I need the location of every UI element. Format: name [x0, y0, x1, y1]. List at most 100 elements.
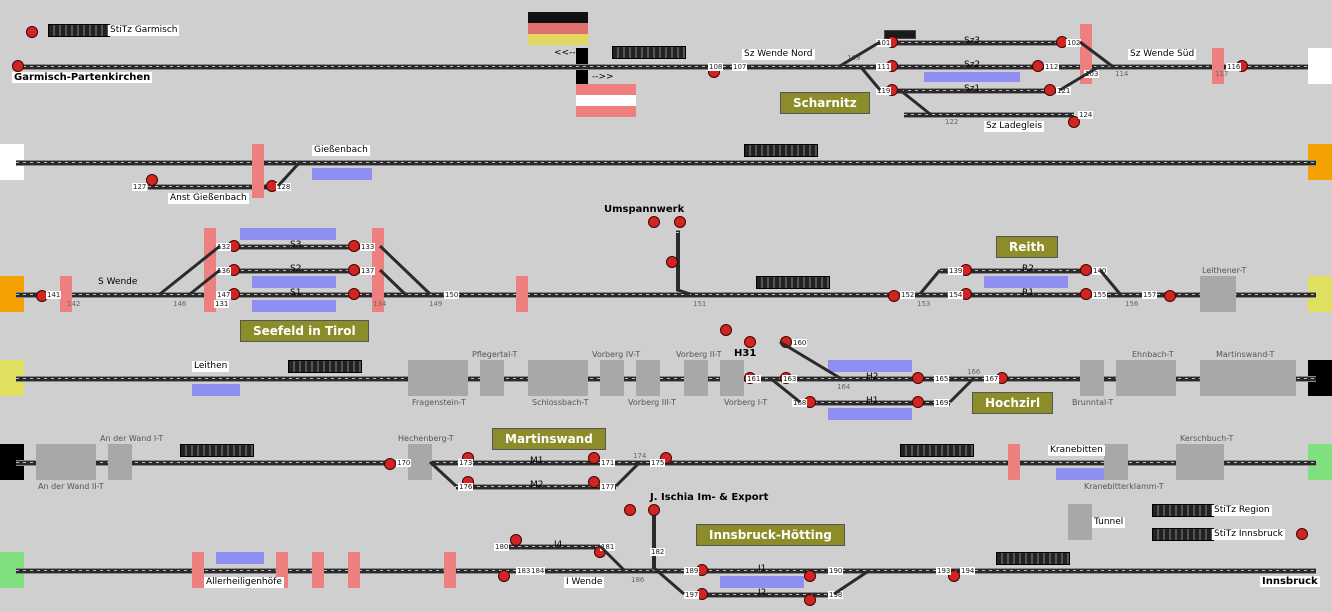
section-red-2 — [1212, 48, 1224, 84]
signal[interactable] — [498, 570, 510, 582]
train-counter — [900, 444, 974, 457]
track-sz2[interactable] — [880, 64, 1080, 70]
train-counter — [612, 46, 686, 59]
track-s3[interactable] — [220, 244, 380, 250]
tunnel-section — [1116, 360, 1176, 396]
signal[interactable] — [348, 264, 360, 276]
signal[interactable] — [1164, 290, 1176, 302]
label-s3: S3 — [290, 240, 302, 250]
track-sz1[interactable] — [880, 88, 1060, 94]
signal[interactable] — [1080, 264, 1092, 276]
station-innsbruck-hoetting[interactable]: Innsbruck-Hötting — [696, 524, 845, 546]
main-track-row3[interactable] — [16, 292, 1316, 298]
signal[interactable] — [26, 26, 38, 38]
track-i2[interactable] — [684, 592, 834, 598]
signal[interactable] — [648, 216, 660, 228]
signal[interactable] — [510, 534, 522, 546]
signal-number: 156 — [1125, 300, 1139, 308]
tunnel-section — [480, 360, 504, 396]
signal[interactable] — [588, 476, 600, 488]
occupied-section-giessenbach — [312, 168, 372, 180]
signal[interactable] — [624, 504, 636, 516]
signal-bar[interactable] — [884, 30, 916, 39]
signal[interactable] — [1080, 288, 1092, 300]
station-scharnitz[interactable]: Scharnitz — [780, 92, 870, 114]
panel-edge[interactable] — [1308, 48, 1332, 84]
signal[interactable] — [804, 594, 816, 606]
signal[interactable] — [348, 288, 360, 300]
section-red-12 — [348, 552, 360, 588]
section-label: An der Wand II-T — [38, 482, 104, 491]
signal[interactable] — [1068, 116, 1080, 128]
signal[interactable] — [146, 174, 158, 186]
main-track-row1[interactable] — [16, 64, 1316, 70]
track-m2[interactable] — [456, 484, 616, 490]
signal[interactable] — [648, 504, 660, 516]
signal[interactable] — [588, 452, 600, 464]
station-reith[interactable]: Reith — [996, 236, 1058, 258]
signal[interactable] — [348, 240, 360, 252]
track-i4[interactable] — [504, 544, 614, 550]
signal-number: 198 — [828, 591, 844, 599]
train-counter — [756, 276, 830, 289]
signal-number: 170 — [396, 459, 412, 467]
track-s2[interactable] — [220, 268, 380, 274]
label-s-wende: S Wende — [98, 277, 138, 287]
signal[interactable] — [780, 336, 792, 348]
signal-number: 149 — [429, 300, 443, 308]
track-anst-giessenbach[interactable] — [148, 184, 278, 190]
signal[interactable] — [888, 290, 900, 302]
tunnel-section — [636, 360, 660, 396]
signal-number: 150 — [444, 291, 460, 299]
signal[interactable] — [912, 372, 924, 384]
signal-number: 146 — [173, 300, 187, 308]
signal-number: 155 — [1092, 291, 1108, 299]
label-stitz-garmisch: StiTz Garmisch — [108, 25, 180, 36]
signal-number: 153 — [917, 300, 931, 308]
signal[interactable] — [1296, 528, 1308, 540]
track-sz3[interactable] — [880, 40, 1080, 46]
section-label: Pflegertal-T — [472, 350, 518, 359]
signal[interactable] — [1032, 60, 1044, 72]
section-label: Schlossbach-T — [532, 398, 589, 407]
signal[interactable] — [804, 570, 816, 582]
signal-number: 119 — [876, 87, 892, 95]
tunnel-section — [1104, 444, 1128, 480]
track-r2[interactable] — [940, 268, 1100, 274]
signal[interactable] — [674, 216, 686, 228]
signal-number: 131 — [214, 300, 230, 308]
signal[interactable] — [1044, 84, 1056, 96]
occupied-section-leithen — [192, 384, 240, 396]
station-hochzirl[interactable]: Hochzirl — [972, 392, 1054, 414]
signal-number: 111 — [876, 63, 892, 71]
station-seefeld[interactable]: Seefeld in Tirol — [240, 320, 369, 342]
signal-number: 174 — [633, 452, 647, 460]
occupied-section-s3 — [240, 228, 336, 240]
signal[interactable] — [12, 60, 24, 72]
track-h1[interactable] — [800, 400, 950, 406]
main-track-row6[interactable] — [16, 568, 1316, 574]
main-track-row4[interactable] — [16, 376, 1316, 382]
signal[interactable] — [744, 336, 756, 348]
occupied-section-allerheiligen — [216, 552, 264, 564]
label-h1: H1 — [866, 396, 879, 406]
signal-number: 112 — [1044, 63, 1060, 71]
track-ischia[interactable] — [652, 512, 656, 570]
signal-number: 134 — [373, 300, 387, 308]
tunnel-section — [1200, 276, 1236, 312]
signal[interactable] — [666, 256, 678, 268]
tunnel-section — [1176, 444, 1224, 480]
tunnel-section — [720, 360, 744, 396]
label-innsbruck: Innsbruck — [1260, 576, 1320, 587]
signal-number: 147 — [216, 291, 232, 299]
section-label: Hechenberg-T — [398, 434, 454, 443]
section-label: Kranebitterklamm-T — [1084, 482, 1164, 491]
signal[interactable] — [912, 396, 924, 408]
track-sz-ladegleis[interactable] — [904, 112, 1074, 118]
signal-number: 161 — [746, 375, 762, 383]
signal[interactable] — [720, 324, 732, 336]
label-r1: R1 — [1022, 288, 1034, 298]
main-track-row2[interactable] — [16, 160, 1316, 166]
signal[interactable] — [384, 458, 396, 470]
station-martinswand[interactable]: Martinswand — [492, 428, 606, 450]
